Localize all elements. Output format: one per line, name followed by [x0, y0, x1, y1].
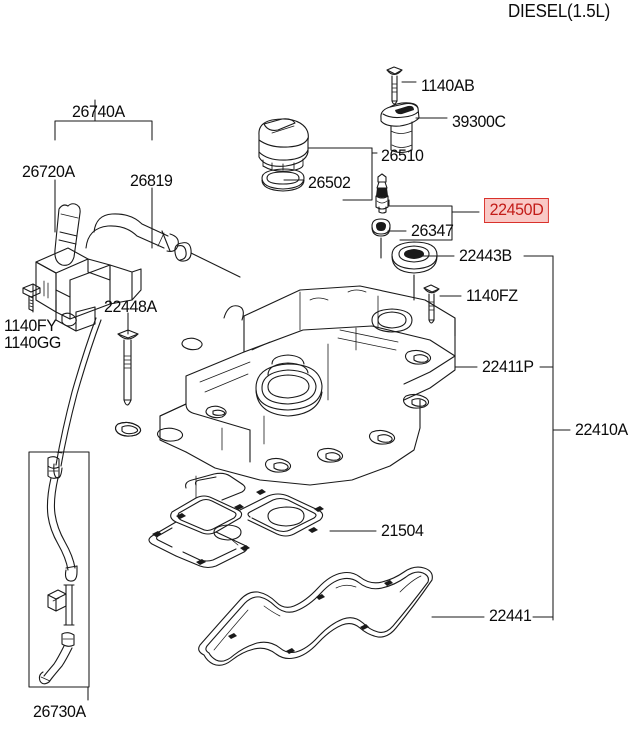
callout-22411p: 22411P — [482, 357, 534, 376]
filler-neck-seal-22443b — [391, 241, 438, 301]
callout-26819: 26819 — [130, 171, 173, 190]
bolt-1140ab — [386, 66, 403, 105]
callout-22410a: 22410A — [575, 420, 628, 439]
bolt-22448a — [114, 329, 142, 437]
cylinder-head-cover-22411p — [114, 285, 456, 486]
callout-26740a: 26740A — [72, 102, 125, 121]
callout-21504: 21504 — [381, 521, 424, 540]
washer-26347 — [371, 218, 391, 259]
oil-separator-assembly — [22, 203, 241, 479]
callout-1140ab: 1140AB — [421, 76, 475, 95]
cap-seal-26502 — [261, 168, 305, 192]
callout-22441: 22441 — [489, 606, 532, 625]
callout-39300c: 39300C — [452, 112, 506, 131]
callout-22448a: 22448A — [104, 297, 157, 316]
callout-22450d-highlighted: 22450D — [484, 198, 550, 223]
callout-22443b: 22443B — [459, 246, 512, 265]
hose-assembly-26730a — [28, 451, 90, 688]
oil-pressure-switch-22450d — [375, 173, 389, 214]
baffle-gasket-21504 — [148, 472, 324, 569]
callout-26347: 26347 — [411, 221, 454, 240]
callout-26502: 26502 — [308, 173, 351, 192]
oil-filler-cap-26510 — [258, 118, 309, 172]
rocker-cover-gasket-22441 — [198, 566, 433, 666]
callout-1140fy: 1140FY — [4, 316, 57, 335]
camshaft-sensor-39300c — [380, 102, 420, 154]
callout-26720a: 26720A — [22, 162, 75, 181]
callout-26730a: 26730A — [33, 702, 86, 721]
bolt-1140fz — [423, 284, 440, 324]
diagram-title: DIESEL(1.5L) — [508, 1, 611, 21]
callout-26510: 26510 — [381, 146, 424, 165]
callout-1140gg: 1140GG — [4, 333, 61, 352]
callout-1140fz: 1140FZ — [466, 286, 518, 305]
